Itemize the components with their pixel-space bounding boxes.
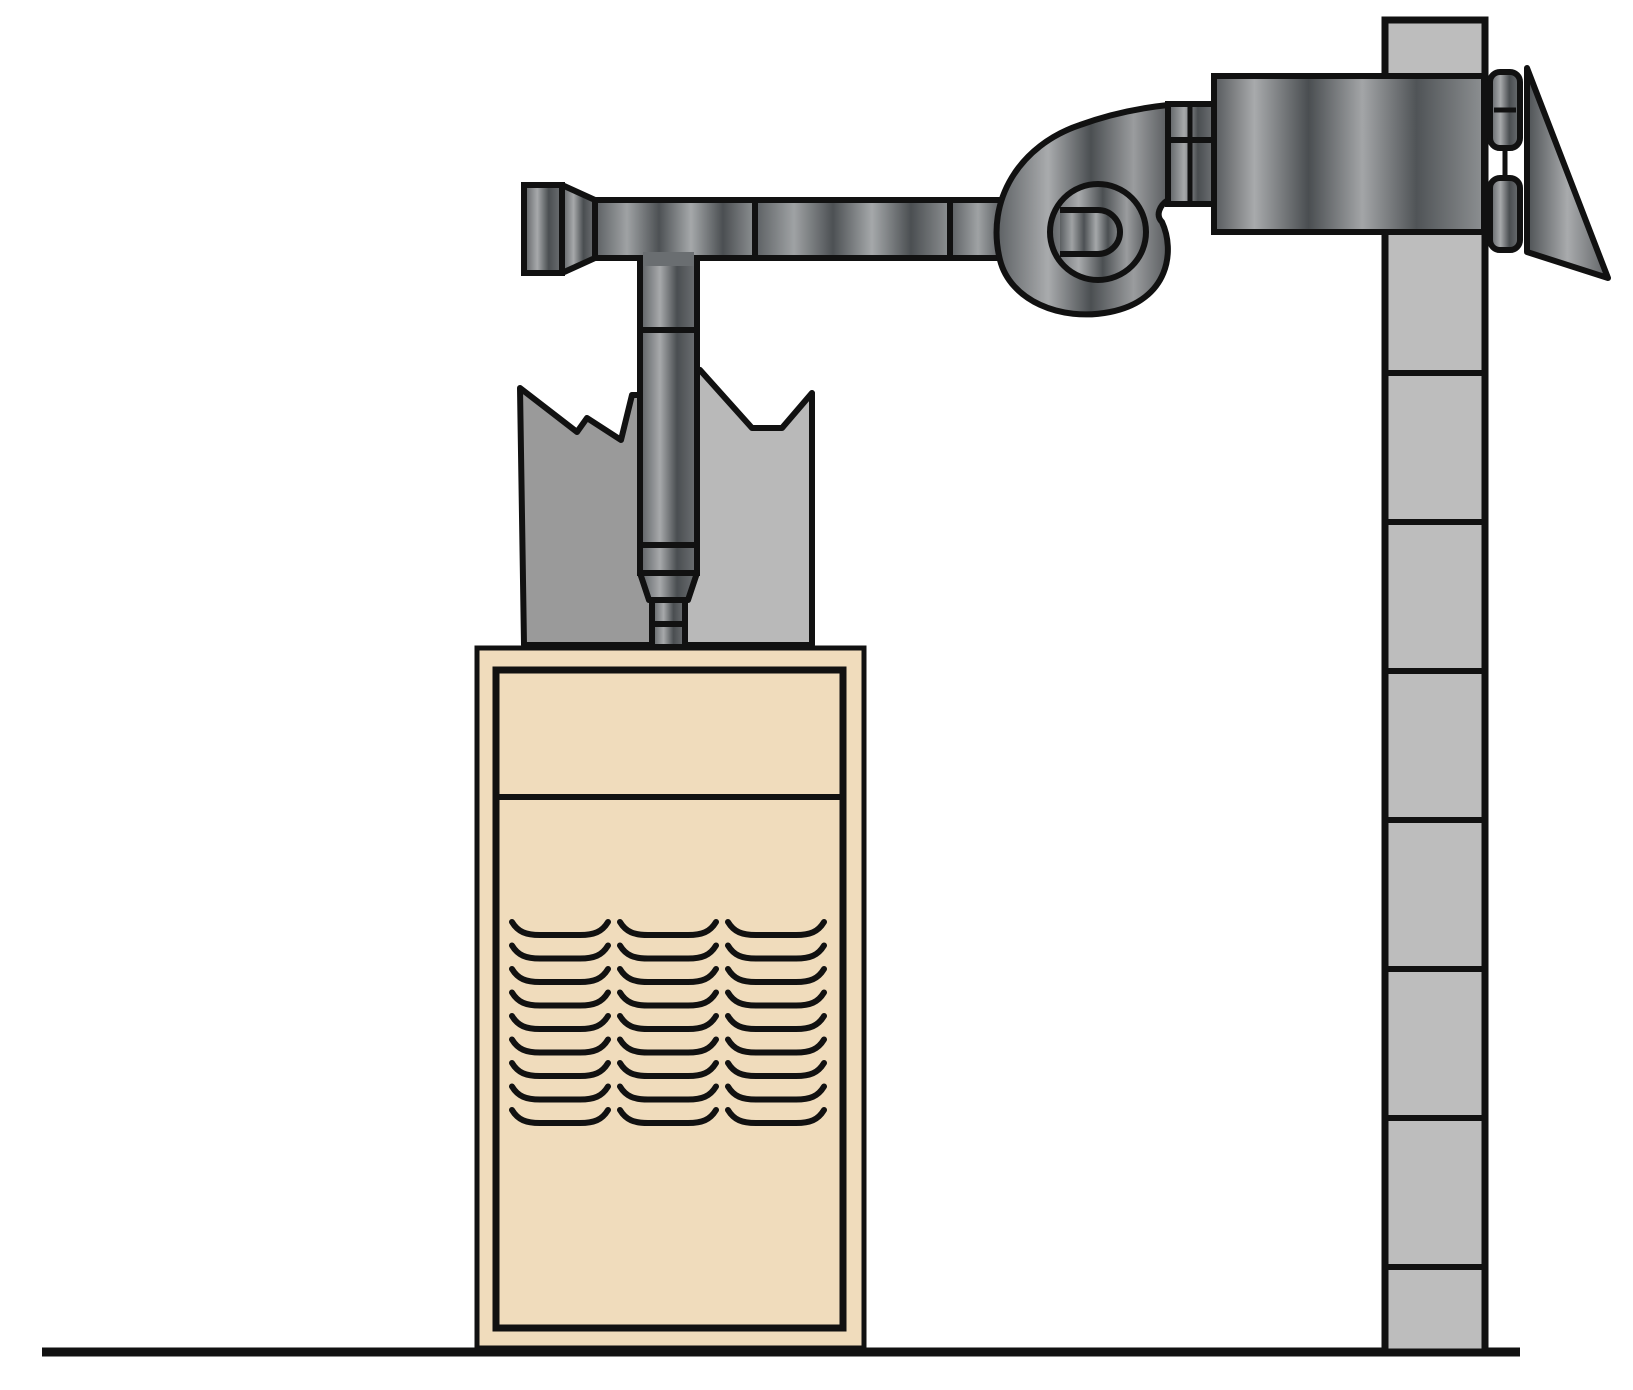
furnace-louver-grille xyxy=(509,919,827,1126)
louver-slat xyxy=(617,919,719,938)
exterior-vent-hood xyxy=(1524,65,1611,281)
louver-slat xyxy=(509,1036,611,1056)
pipe-reducer xyxy=(637,570,700,603)
louver-slat xyxy=(725,942,827,962)
chimney-left-half xyxy=(517,385,663,648)
louver-slat xyxy=(617,1083,719,1103)
tee-cap xyxy=(521,182,565,276)
louver-slat xyxy=(725,919,827,938)
louver-slat xyxy=(617,966,719,985)
louver-slat xyxy=(617,942,719,962)
exterior-wall xyxy=(1381,16,1489,1356)
louver-slat xyxy=(725,989,827,1009)
louver-slat xyxy=(509,942,611,962)
louver-slat xyxy=(509,919,611,938)
tee-cap-reducer xyxy=(559,182,598,276)
power-venter-blower xyxy=(993,102,1171,318)
louver-slat xyxy=(509,966,611,985)
louver-slat xyxy=(617,1107,719,1126)
louver-slat xyxy=(509,1060,611,1079)
louver-slat xyxy=(617,1036,719,1056)
louver-slat xyxy=(725,1013,827,1032)
wall-mortar-joints xyxy=(1385,370,1485,1270)
exterior-clamps xyxy=(1487,69,1523,253)
louver-slat xyxy=(617,1060,719,1079)
blower-collar xyxy=(1165,101,1217,207)
louver-slat xyxy=(509,1107,611,1126)
louver-slat xyxy=(725,1107,827,1126)
wall-sleeve-box xyxy=(1211,73,1487,235)
louver-slat xyxy=(509,1083,611,1103)
louver-slat xyxy=(617,1013,719,1032)
louver-slat xyxy=(725,1083,827,1103)
louver-slat xyxy=(725,1060,827,1079)
louver-slat xyxy=(725,966,827,985)
vertical-vent-pipe xyxy=(637,257,700,650)
furnace-cabinet xyxy=(474,645,867,1351)
louver-slat xyxy=(617,989,719,1009)
louver-slat xyxy=(725,1036,827,1056)
louver-slat xyxy=(509,1013,611,1032)
louver-slat xyxy=(509,989,611,1009)
furnace-front-panel xyxy=(492,666,847,1332)
